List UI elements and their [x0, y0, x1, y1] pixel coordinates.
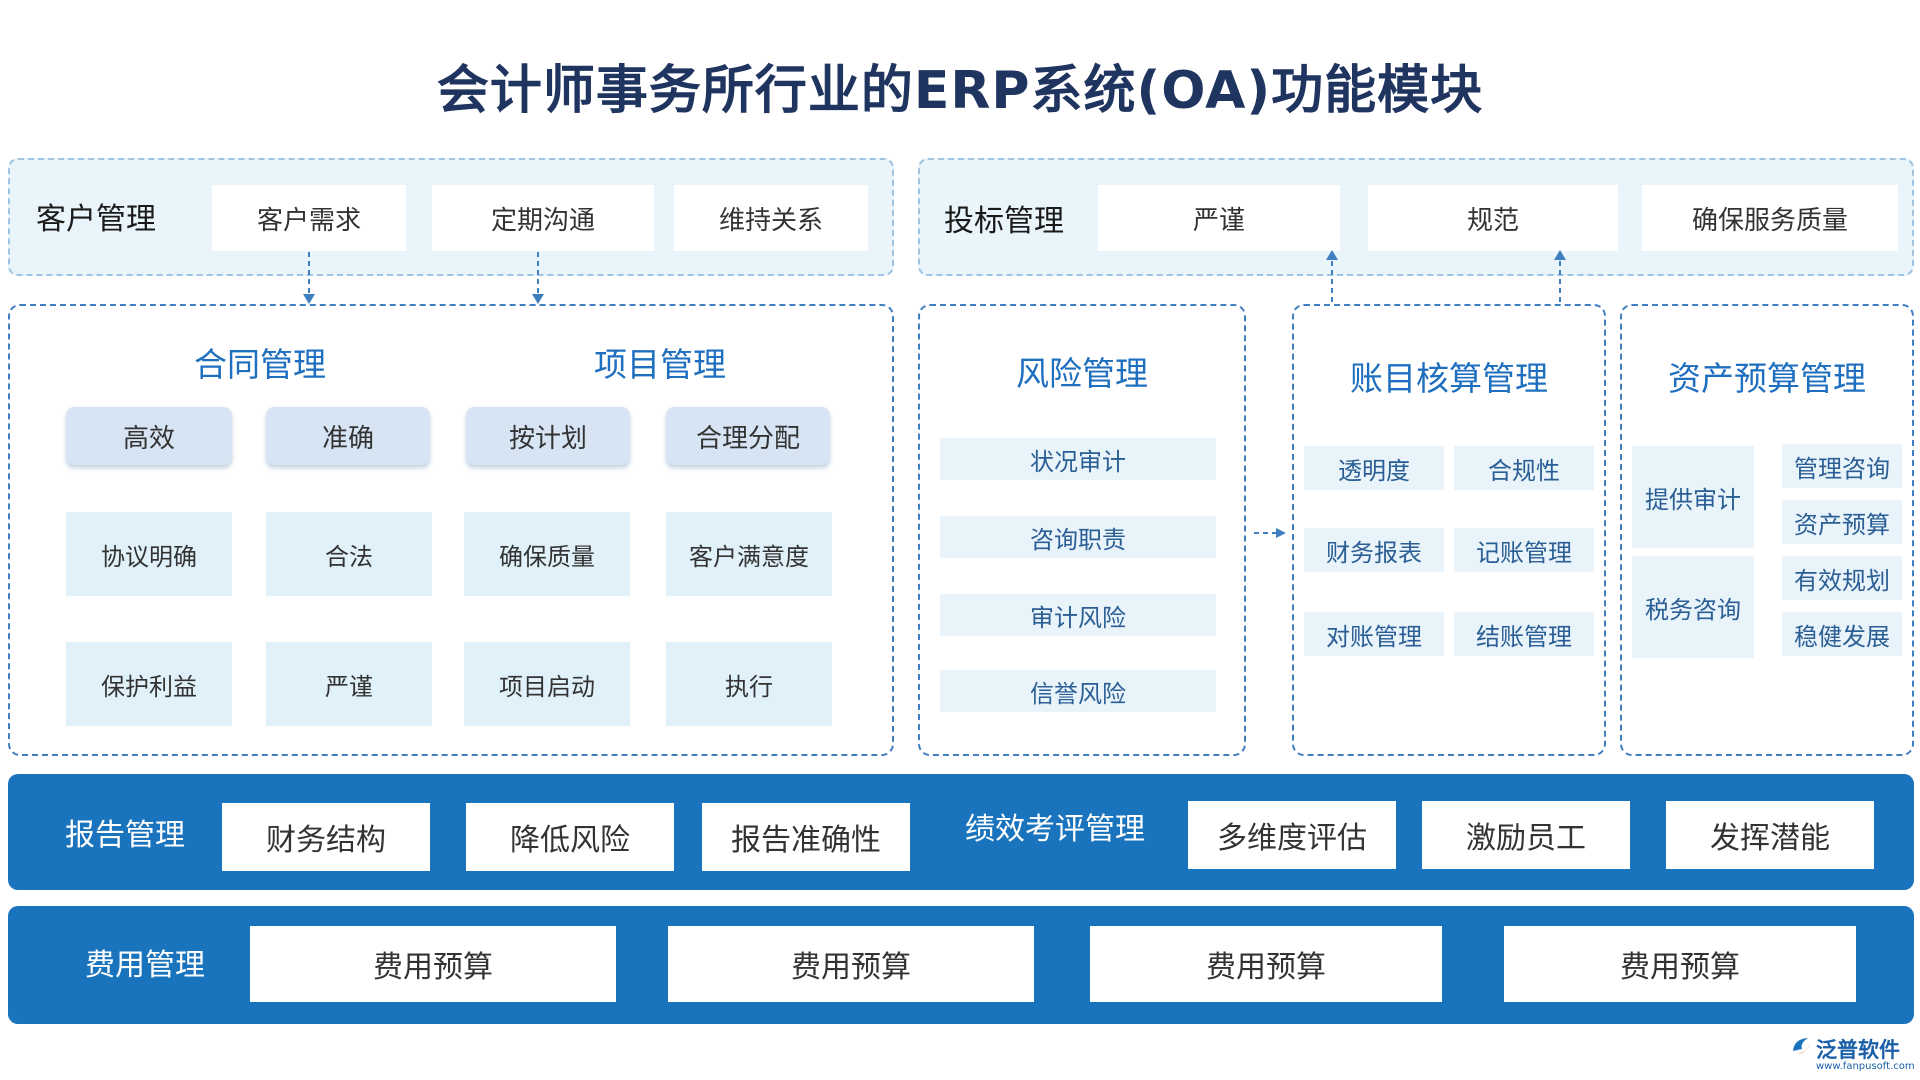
- accounting-item: 结账管理: [1454, 612, 1594, 656]
- contract-item: 严谨: [266, 642, 432, 726]
- report-label: 报告管理: [65, 818, 185, 853]
- performance-label: 绩效考评管理: [965, 812, 1145, 847]
- risk-item: 信誉风险: [940, 670, 1216, 712]
- project-item: 项目启动: [464, 642, 630, 726]
- risk-item: 咨询职责: [940, 516, 1216, 558]
- performance-item: 多维度评估: [1188, 801, 1396, 869]
- asset-left-item: 提供审计: [1632, 446, 1754, 548]
- expense-label: 费用管理: [85, 948, 205, 983]
- contract-item: 保护利益: [66, 642, 232, 726]
- asset-right-item: 稳健发展: [1782, 612, 1902, 656]
- bidding-item: 严谨: [1098, 185, 1340, 251]
- customer-item: 客户需求: [212, 185, 406, 251]
- accounting-item: 透明度: [1304, 446, 1444, 490]
- bidding-item: 确保服务质量: [1642, 185, 1898, 251]
- brand-name: 泛普软件: [1816, 1038, 1900, 1062]
- report-item: 财务结构: [222, 803, 430, 871]
- brand-logo: 泛普软件 www.fanpusoft.com: [1790, 1034, 1916, 1076]
- contract-item: 协议明确: [66, 512, 232, 596]
- accounting-item: 对账管理: [1304, 612, 1444, 656]
- brand-url: www.fanpusoft.com: [1816, 1061, 1915, 1072]
- risk-item: 状况审计: [940, 438, 1216, 480]
- accounting-item: 合规性: [1454, 446, 1594, 490]
- accounting-title: 账目核算管理: [1350, 359, 1548, 398]
- asset-left-item: 税务咨询: [1632, 556, 1754, 658]
- report-item: 报告准确性: [702, 803, 910, 871]
- expense-item: 费用预算: [250, 926, 616, 1002]
- expense-item: 费用预算: [1090, 926, 1442, 1002]
- asset-title: 资产预算管理: [1668, 359, 1866, 398]
- project-pill: 按计划: [466, 407, 630, 465]
- accounting-item: 记账管理: [1454, 528, 1594, 572]
- asset-right-item: 有效规划: [1782, 556, 1902, 600]
- project-title: 项目管理: [594, 345, 726, 384]
- page-title: 会计师事务所行业的ERP系统(OA)功能模块: [436, 61, 1484, 121]
- project-item: 客户满意度: [666, 512, 832, 596]
- customer-item: 定期沟通: [432, 185, 654, 251]
- customer-item: 维持关系: [674, 185, 868, 251]
- asset-right-item: 管理咨询: [1782, 444, 1902, 488]
- customer-label: 客户管理: [36, 202, 156, 237]
- bidding-label: 投标管理: [944, 204, 1064, 239]
- expense-item: 费用预算: [1504, 926, 1856, 1002]
- project-item: 执行: [666, 642, 832, 726]
- project-item: 确保质量: [464, 512, 630, 596]
- performance-item: 发挥潜能: [1666, 801, 1874, 869]
- report-item: 降低风险: [466, 803, 674, 871]
- performance-item: 激励员工: [1422, 801, 1630, 869]
- bidding-item: 规范: [1368, 185, 1618, 251]
- brand-mark-icon: [1793, 1038, 1811, 1054]
- asset-right-item: 资产预算: [1782, 500, 1902, 544]
- risk-item: 审计风险: [940, 594, 1216, 636]
- accounting-item: 财务报表: [1304, 528, 1444, 572]
- expense-item: 费用预算: [668, 926, 1034, 1002]
- contract-pill: 高效: [66, 407, 232, 465]
- risk-title: 风险管理: [1016, 354, 1148, 393]
- contract-pill: 准确: [266, 407, 430, 465]
- contract-item: 合法: [266, 512, 432, 596]
- project-pill: 合理分配: [666, 407, 830, 465]
- contract-title: 合同管理: [194, 345, 326, 384]
